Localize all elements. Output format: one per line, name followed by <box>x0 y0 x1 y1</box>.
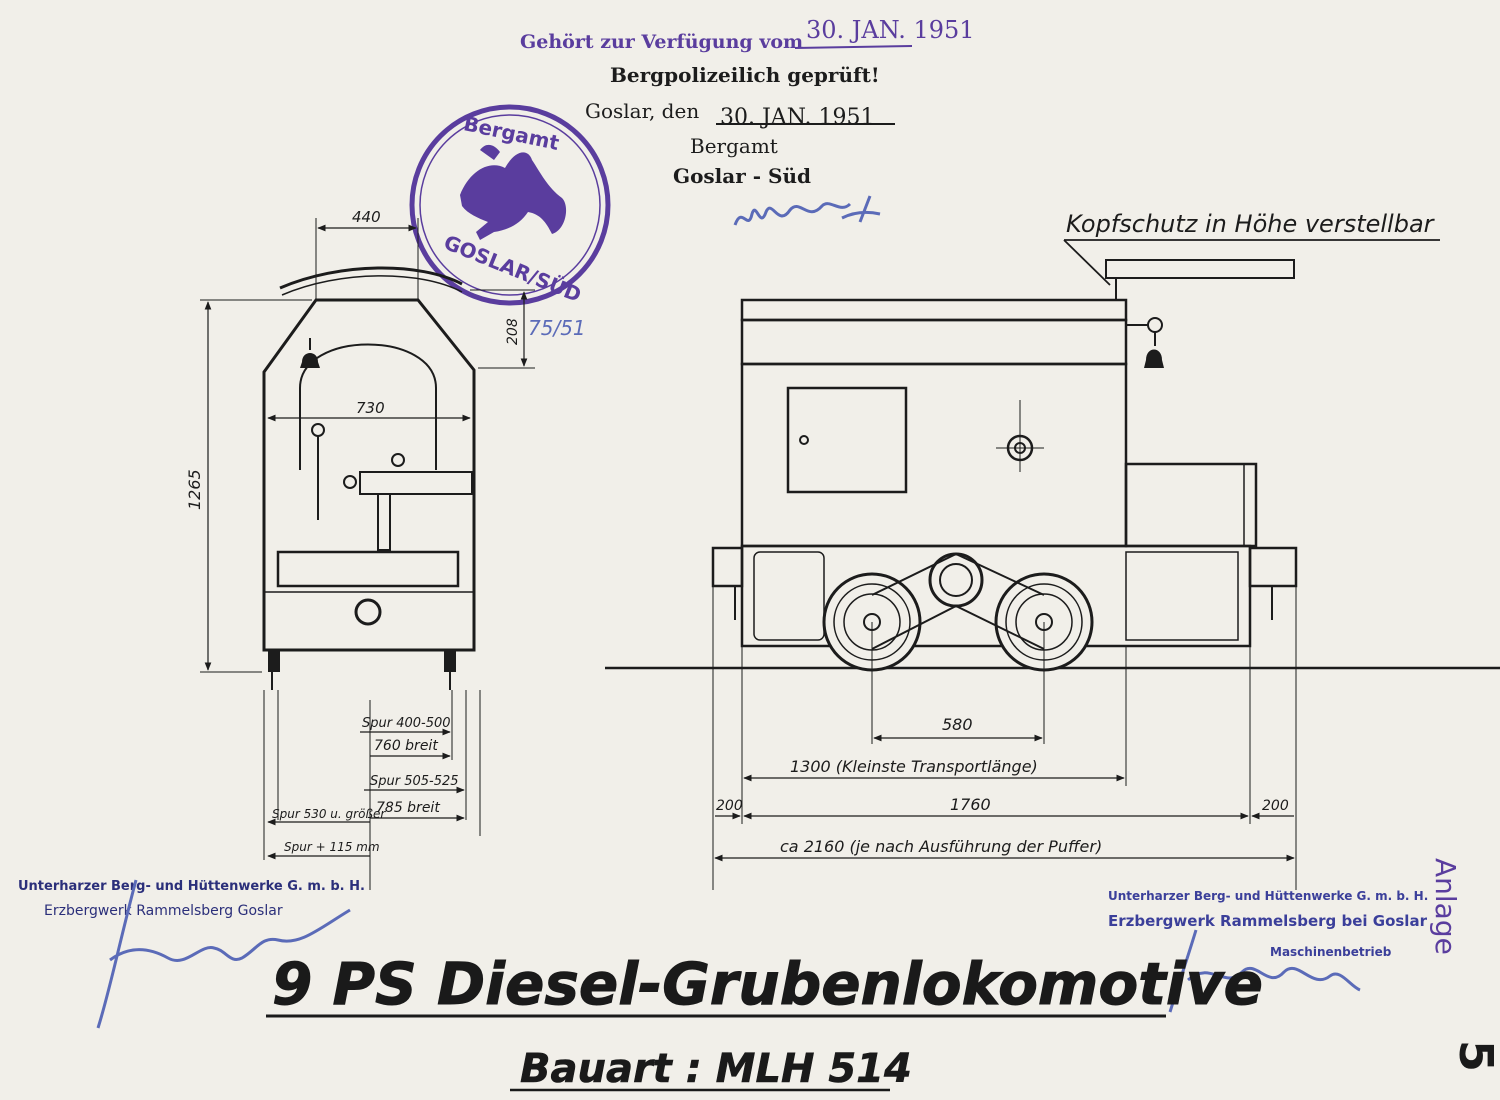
bell-icon <box>1144 332 1164 368</box>
side-dim-580: 580 <box>942 715 973 734</box>
buffer-left <box>711 546 744 588</box>
approval-line5: Goslar - Süd <box>673 164 811 188</box>
front-view: 440 730 1265 208 Spur 400-500 760 breit … <box>185 208 535 890</box>
drawing-title: 9 PS Diesel-Grubenlokomotive <box>272 950 1263 1018</box>
front-dim-730: 730 <box>356 399 385 417</box>
side-dim-1760: 1760 <box>950 795 991 814</box>
drawing-subtitle: Bauart : MLH 514 <box>520 1046 912 1092</box>
head-protection <box>1105 259 1295 279</box>
company-right-line3: Maschinenbetrieb <box>1270 945 1392 959</box>
signature-right <box>1168 929 1361 1013</box>
approval-line3-date: 30. JAN. 1951 <box>720 105 875 130</box>
gauge-1a: Spur 400-500 <box>362 716 451 731</box>
side-dim-200-left: 200 <box>716 798 743 814</box>
company-left-line1: Unterharzer Berg- und Hüttenwerke G. m. … <box>18 879 365 894</box>
company-stamp-left: Unterharzer Berg- und Hüttenwerke G. m. … <box>18 879 365 1029</box>
approval-line3-prefix: Goslar, den <box>585 99 699 123</box>
approval-line4: Bergamt <box>690 134 778 158</box>
seal-top-text: Bergamt <box>462 111 562 155</box>
gauge-2a: Spur 505-525 <box>370 774 459 789</box>
approval-line1-prefix: Gehört zur Verfügung vom <box>520 31 803 53</box>
side-stamp-number: 5 <box>1449 1040 1500 1072</box>
front-dim-440: 440 <box>352 208 381 226</box>
note-adjustable: Kopfschutz in Höhe verstellbar <box>1066 210 1436 238</box>
coupling-hook-icon <box>354 598 382 626</box>
bell-icon <box>300 338 320 368</box>
approval-stamp: Gehört zur Verfügung vom 30. JAN. 1951 B… <box>520 16 975 226</box>
signature-left <box>96 879 351 1029</box>
company-stamp-right: Unterharzer Berg- und Hüttenwerke G. m. … <box>1108 889 1428 1013</box>
horse-icon <box>460 144 567 240</box>
title-block: 9 PS Diesel-Grubenlokomotive Bauart : ML… <box>266 950 1263 1092</box>
side-door <box>786 386 908 494</box>
gauge-3: Spur 530 u. größer <box>272 807 386 821</box>
side-view: Kopfschutz in Höhe verstellbar <box>605 210 1500 890</box>
front-dim-1265: 1265 <box>185 469 204 510</box>
pencil-note: 75/51 <box>528 316 586 340</box>
approval-line1-date: 30. JAN. 1951 <box>806 16 975 44</box>
company-left-line2: Erzbergwerk Rammelsberg Goslar <box>44 903 283 919</box>
front-dim-208: 208 <box>505 318 521 345</box>
official-signature <box>733 195 881 226</box>
side-dim-total: ca 2160 (je nach Ausführung der Puffer) <box>780 837 1102 856</box>
side-dim-1300: 1300 (Kleinste Transportlänge) <box>790 757 1038 776</box>
company-right-line1: Unterharzer Berg- und Hüttenwerke G. m. … <box>1108 889 1428 903</box>
approval-line2: Bergpolizeilich geprüft! <box>610 63 880 87</box>
gauge-4: Spur + 115 mm <box>284 840 380 854</box>
side-dim-200-right: 200 <box>1262 798 1289 814</box>
gauge-1b: 760 breit <box>374 738 438 754</box>
gauge-2b: 785 breit <box>376 800 440 816</box>
side-stamp-anlage: Anlage <box>1429 858 1462 955</box>
company-right-line2: Erzbergwerk Rammelsberg bei Goslar <box>1108 912 1428 930</box>
buffer-right <box>1248 546 1298 588</box>
